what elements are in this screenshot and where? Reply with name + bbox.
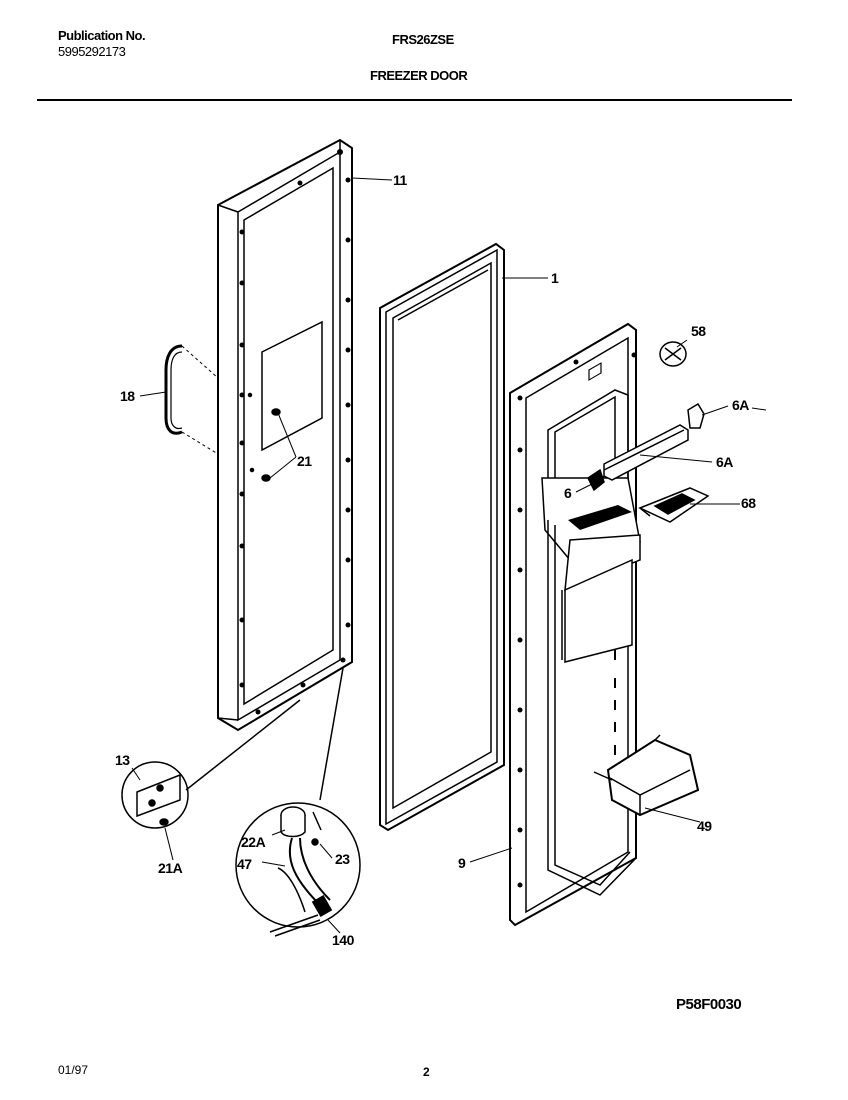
header-divider (37, 99, 792, 101)
callout-140: 140 (332, 932, 354, 948)
screw-58 (659, 341, 687, 367)
footer-date: 01/97 (58, 1063, 89, 1077)
callout-58: 58 (691, 323, 706, 339)
callout-6a-top: 6A (732, 397, 749, 413)
wiring-detail-circle (235, 667, 361, 937)
callout-47: 47 (237, 856, 252, 872)
callout-21: 21 (297, 453, 312, 469)
hinge-detail-circle (121, 699, 301, 829)
screws-21 (247, 392, 281, 482)
bracket-rail (603, 402, 705, 481)
callout-13: 13 (115, 752, 130, 768)
page-number: 2 (423, 1065, 430, 1079)
callout-6: 6 (564, 485, 572, 501)
actuator-lever (587, 468, 605, 492)
callout-21a: 21A (158, 860, 183, 876)
model-number: FRS26ZSE (392, 32, 454, 47)
door-handle (164, 344, 219, 455)
callout-22a: 22A (241, 834, 266, 850)
inner-door-liner (509, 322, 641, 927)
leader-lines (131, 177, 767, 934)
callout-18: 18 (120, 388, 135, 404)
section-title: FREEZER DOOR (370, 68, 468, 83)
door-shelf (593, 734, 700, 817)
callout-6a-rail: 6A (716, 454, 733, 470)
callout-9: 9 (458, 855, 466, 871)
callout-11: 11 (393, 172, 407, 188)
door-outer-panel (217, 138, 353, 732)
publication-label: Publication No. (58, 28, 146, 43)
dispenser-paddle (638, 487, 710, 523)
door-gasket (379, 242, 505, 832)
callout-1: 1 (551, 270, 559, 286)
callout-23: 23 (335, 851, 350, 867)
callout-49: 49 (697, 818, 712, 834)
publication-number: 5995292173 (58, 44, 126, 59)
callout-68: 68 (741, 495, 756, 511)
diagram-code: P58F0030 (676, 996, 742, 1013)
